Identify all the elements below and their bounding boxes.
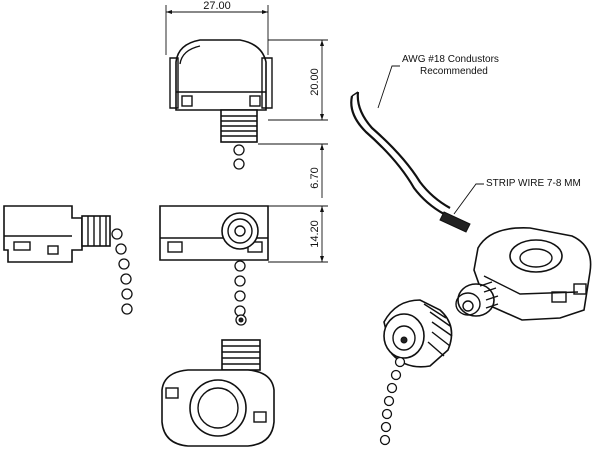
dimension-side-height-label: 14.20 [309, 220, 321, 248]
side-view-center: 14.20 [159, 205, 328, 317]
front-view: 27.00 20.00 6.70 [165, 0, 328, 198]
awg-callout-line2: Recommended [420, 66, 488, 77]
dimension-body-height-label: 20.00 [309, 68, 321, 96]
bottom-view [161, 314, 275, 447]
dimension-stem-height-label: 6.70 [309, 167, 321, 188]
isometric-view: AWG #18 Condustors Recommended STRIP WIR… [350, 54, 592, 446]
strip-wire-callout: STRIP WIRE 7-8 MM [486, 178, 581, 189]
side-view-left [3, 205, 133, 315]
awg-callout-line1: AWG #18 Condustors [402, 54, 499, 65]
dimension-width-label: 27.00 [203, 0, 231, 12]
